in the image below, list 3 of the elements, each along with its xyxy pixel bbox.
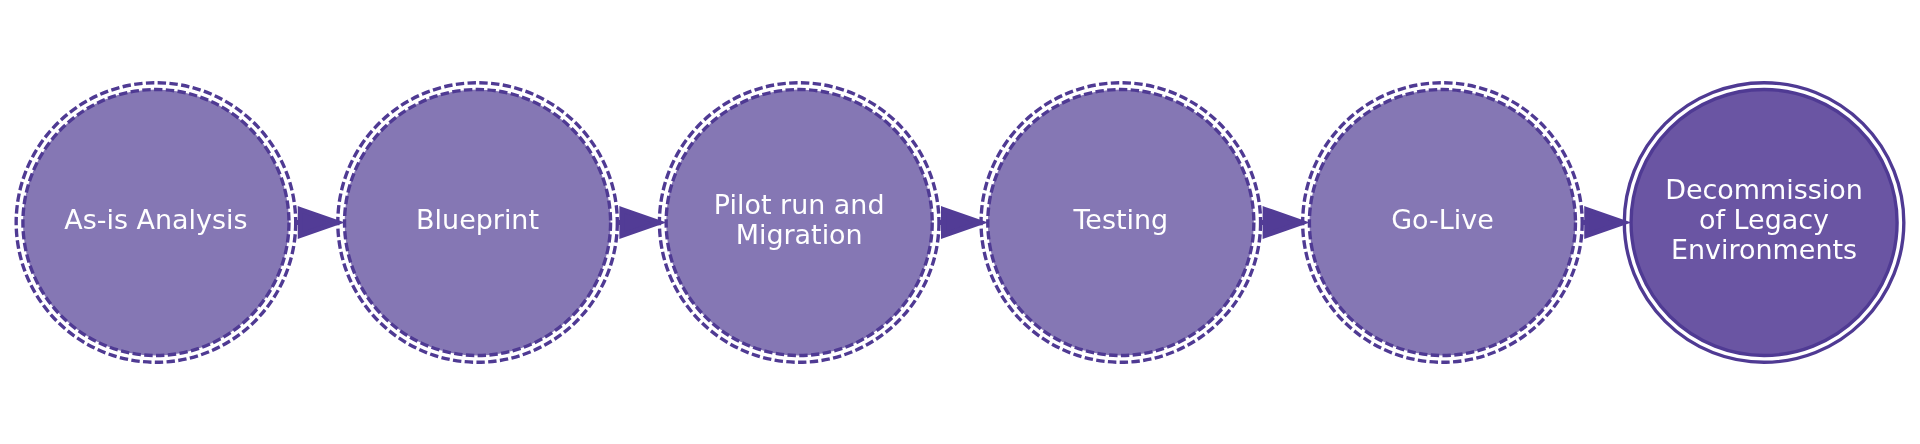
node-circle: Blueprint — [336, 80, 619, 364]
node-circle: Decommission of Legacy Environments — [1622, 80, 1906, 364]
node-circle: Go-Live — [1301, 80, 1584, 364]
